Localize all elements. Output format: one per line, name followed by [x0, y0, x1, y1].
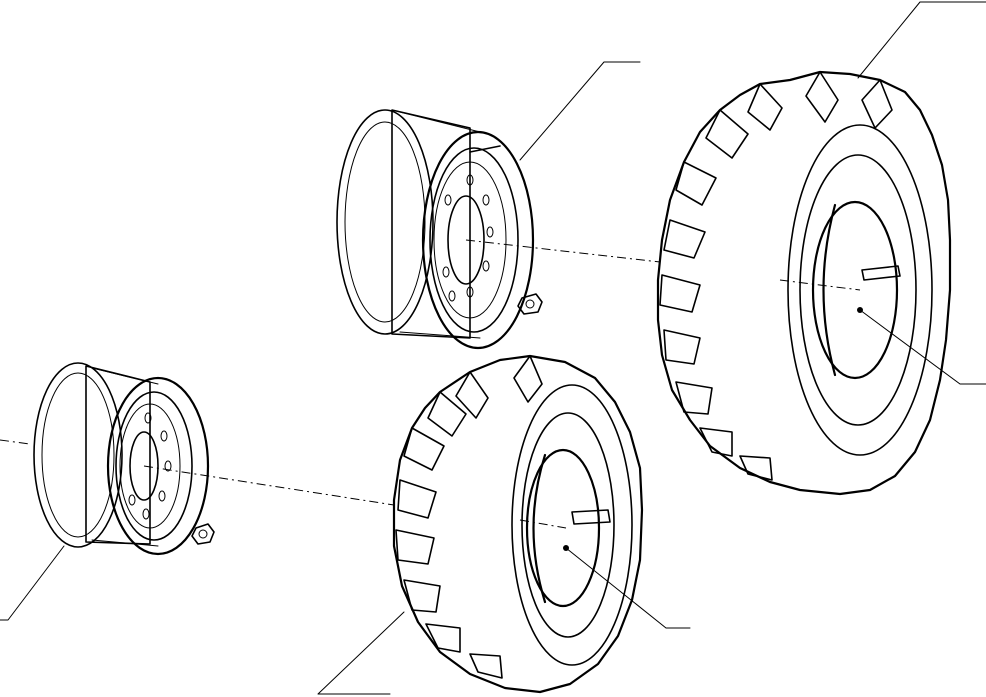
leader-front-tyre — [317, 611, 405, 695]
front-axis-line-2 — [143, 465, 395, 506]
rear-axis-line — [465, 239, 661, 263]
rear-tyre-valve — [861, 265, 901, 281]
front-tyre-valve — [571, 509, 611, 525]
front-axis-line-3 — [519, 519, 567, 529]
leader-rear-tyre — [857, 1, 986, 79]
front-wheel-nut — [191, 523, 215, 545]
leader-rear-rim — [519, 61, 641, 161]
front-axis-line — [0, 439, 31, 445]
leader-front-rim — [0, 545, 65, 621]
front-rim — [33, 362, 210, 556]
front-tyre — [392, 354, 644, 694]
rear-wheel-nut — [517, 293, 543, 315]
rear-tyre — [656, 70, 952, 496]
rear-rim — [336, 109, 535, 350]
leader-rear-valve — [859, 309, 986, 385]
leader-front-valve — [565, 547, 691, 629]
rear-axis-line-2 — [779, 279, 861, 291]
